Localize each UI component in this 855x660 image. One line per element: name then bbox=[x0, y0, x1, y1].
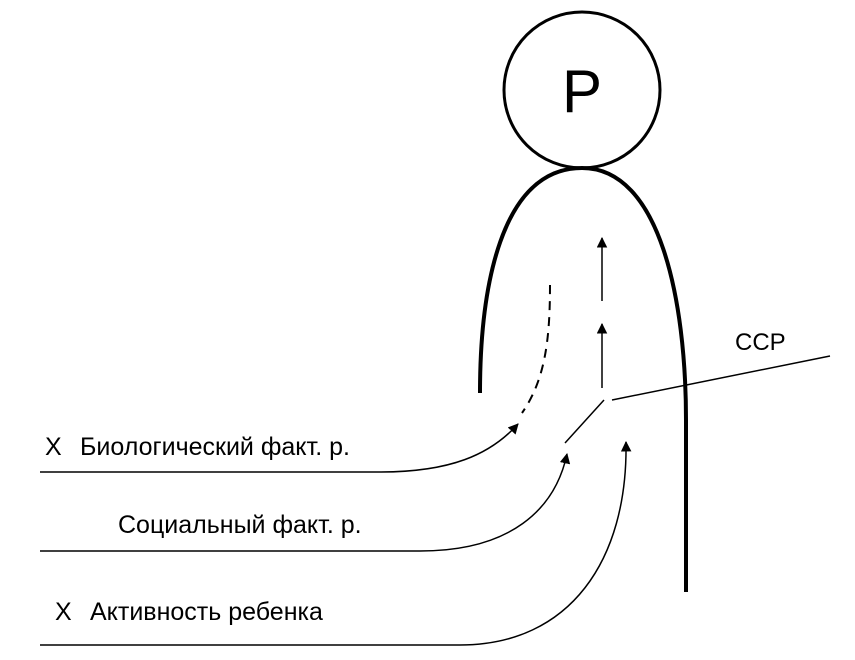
social-link-segment bbox=[564, 399, 605, 444]
body-outline bbox=[478, 165, 688, 592]
bio-factor-curve bbox=[40, 423, 519, 473]
bio-factor-label: Биологический факт. р. bbox=[80, 433, 350, 461]
activity-factor-marker: X bbox=[55, 598, 72, 626]
head-label: Р bbox=[562, 58, 602, 125]
bio-factor-marker: X bbox=[45, 433, 62, 461]
activity-factor-label: Активность ребенка bbox=[90, 598, 323, 626]
social-factor-label: Социальный факт. р. bbox=[118, 511, 362, 539]
ssr-label: ССР bbox=[735, 329, 786, 356]
inner-dashed-path bbox=[521, 284, 551, 414]
ssr-line bbox=[611, 355, 831, 401]
activity-factor-curve bbox=[40, 440, 632, 646]
social-factor-curve bbox=[40, 452, 571, 552]
